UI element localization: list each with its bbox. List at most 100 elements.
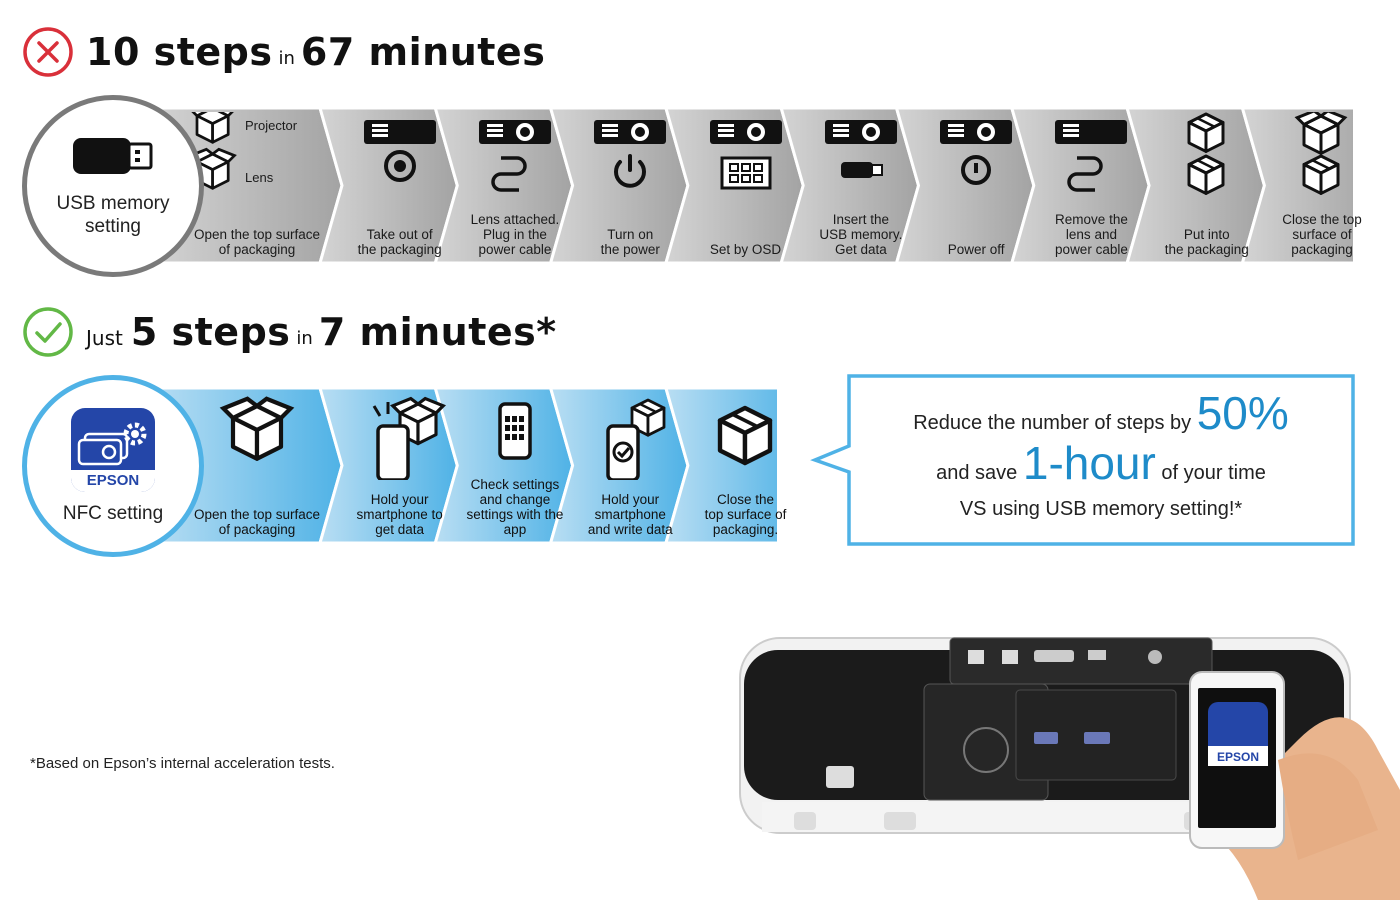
nfc-heading: Just 5 steps in 7 minutes*	[22, 306, 557, 358]
step-label-line: surface of	[1292, 227, 1352, 242]
sub-label: Projector	[245, 118, 298, 133]
step-label-line: power cable	[1055, 242, 1128, 257]
step-label-line: Close the top	[1282, 212, 1362, 227]
usb-time: 67 minutes	[300, 30, 546, 74]
step-label: Set by OSD	[710, 242, 781, 257]
step-label-line: Set by OSD	[709, 242, 782, 257]
step-label-line: packaging.	[712, 522, 779, 537]
projector-poweroff-icon	[940, 120, 1013, 185]
epson-app-icon: EPSON	[71, 407, 155, 492]
step-label-line: the packaging	[1164, 242, 1249, 257]
callout-line-1: Reduce the number of steps by 50%	[848, 386, 1354, 440]
callout-line-2-post: of your time	[1161, 462, 1266, 484]
projector-phone-photo: EPSON	[739, 637, 1400, 900]
step-segment	[549, 108, 690, 263]
usb-joiner: in	[278, 47, 295, 69]
step-segment	[779, 108, 921, 263]
step-label-line: top surface of	[704, 507, 787, 522]
savings-callout: Reduce the number of steps by 50% and sa…	[810, 374, 1355, 546]
step-segment	[433, 388, 575, 543]
step-label-line: of packaging	[218, 242, 296, 257]
callout-line-1-text: Reduce the number of steps by	[913, 412, 1192, 434]
step-label-line: Remove the	[1055, 212, 1128, 227]
usb-heading: 10 steps in 67 minutes	[22, 26, 545, 78]
step-label-line: settings with the	[466, 507, 564, 522]
process-step: Set by OSD	[688, 108, 803, 263]
step-label-line: power cable	[478, 242, 552, 257]
nfc-step-count: 5 steps	[130, 310, 291, 354]
nfc-badge: EPSON NFC setting	[22, 375, 204, 557]
closed-box-icon	[717, 405, 772, 466]
step-segment	[433, 108, 575, 263]
projector-remove-icon	[1055, 120, 1128, 192]
step-label-line: Lens attached.	[470, 212, 560, 227]
check-circle-icon	[23, 307, 73, 357]
step-label-line: Turn on	[607, 227, 654, 242]
projector-power-icon	[594, 120, 667, 188]
step-label-line: of packaging	[218, 522, 296, 537]
footnote: *Based on Epson’s internal acceleration …	[30, 755, 335, 772]
step-label-line: Open the top surface	[193, 227, 321, 242]
step-label-line: get data	[375, 522, 425, 537]
photo-app-name: EPSON	[1217, 750, 1259, 764]
step-label-line: Put into	[1183, 227, 1230, 242]
step-label-line: app	[503, 522, 527, 537]
step-label-line: smartphone to	[356, 507, 443, 522]
open-box-icon	[219, 396, 295, 461]
callout-line-2: and save 1-hour of your time	[848, 436, 1354, 490]
phone-write-icon	[606, 398, 666, 480]
step-label-line: Insert the	[832, 212, 889, 227]
step-label-line: Plug in the	[483, 227, 547, 242]
usb-badge-label-2: setting	[85, 216, 141, 237]
step-label-line: Hold your	[370, 492, 429, 507]
step-label-line: Get data	[834, 242, 887, 257]
phone-box-icon	[372, 396, 446, 480]
usb-badge-label-1: USB memory	[56, 193, 170, 214]
callout-line-2-pre: and save	[936, 462, 1018, 484]
step-label: Power off	[948, 242, 1005, 257]
process-step: Power off	[919, 108, 1034, 263]
step-label-line: Power off	[947, 242, 1005, 257]
projector-cable-icon	[478, 120, 551, 192]
step-segment	[894, 108, 1036, 263]
box-closed-icon	[1294, 112, 1348, 195]
step-segment	[1010, 108, 1151, 263]
step-label-line: the power	[600, 242, 660, 257]
nfc-time: 7 minutes*	[318, 310, 557, 354]
epson-app-name: EPSON	[71, 469, 155, 492]
phone-app-icon	[498, 402, 532, 460]
usb-badge: USB memory setting	[22, 95, 204, 277]
step-label-line: smartphone	[594, 507, 666, 522]
step-label-line: Close the	[717, 492, 775, 507]
step-label-line: Check settings	[470, 477, 560, 492]
nfc-prefix: Just	[86, 326, 123, 350]
sub-label: Lens	[245, 170, 274, 185]
callout-frame	[810, 374, 1355, 546]
callout-line-3: VS using USB memory setting!*	[959, 498, 1243, 520]
step-segment	[318, 108, 459, 263]
